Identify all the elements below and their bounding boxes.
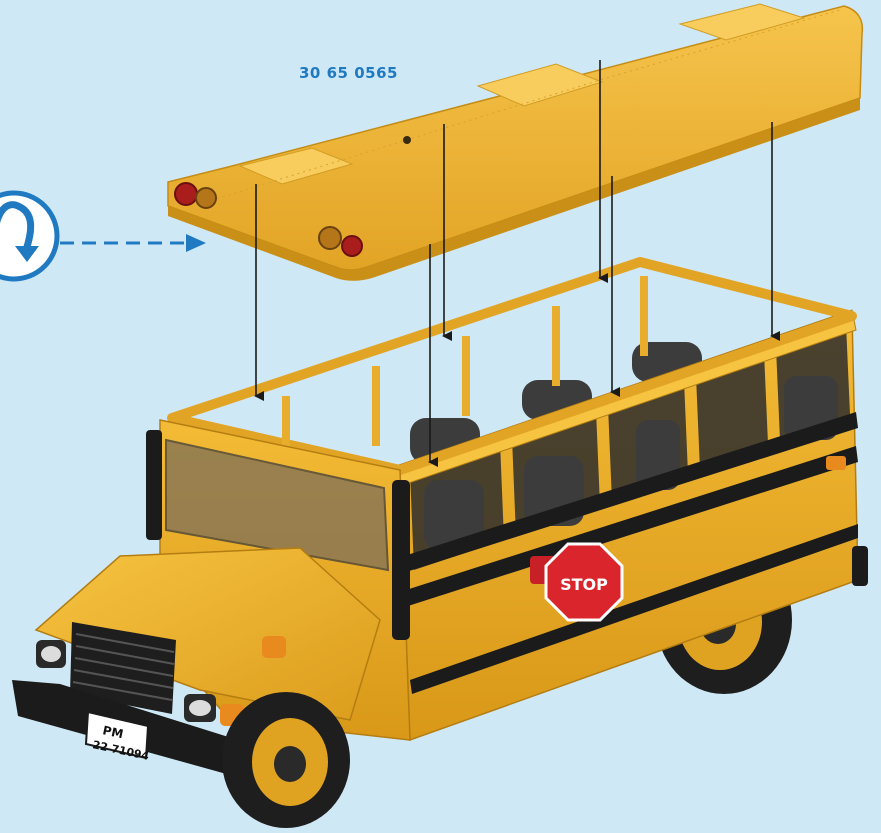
bus-roof-part (168, 4, 862, 281)
front-wheel (222, 692, 350, 828)
rotate-over-arrow-icon (0, 193, 57, 279)
stop-sign-text: STOP (560, 575, 608, 594)
dashed-arrow-icon (60, 234, 206, 252)
